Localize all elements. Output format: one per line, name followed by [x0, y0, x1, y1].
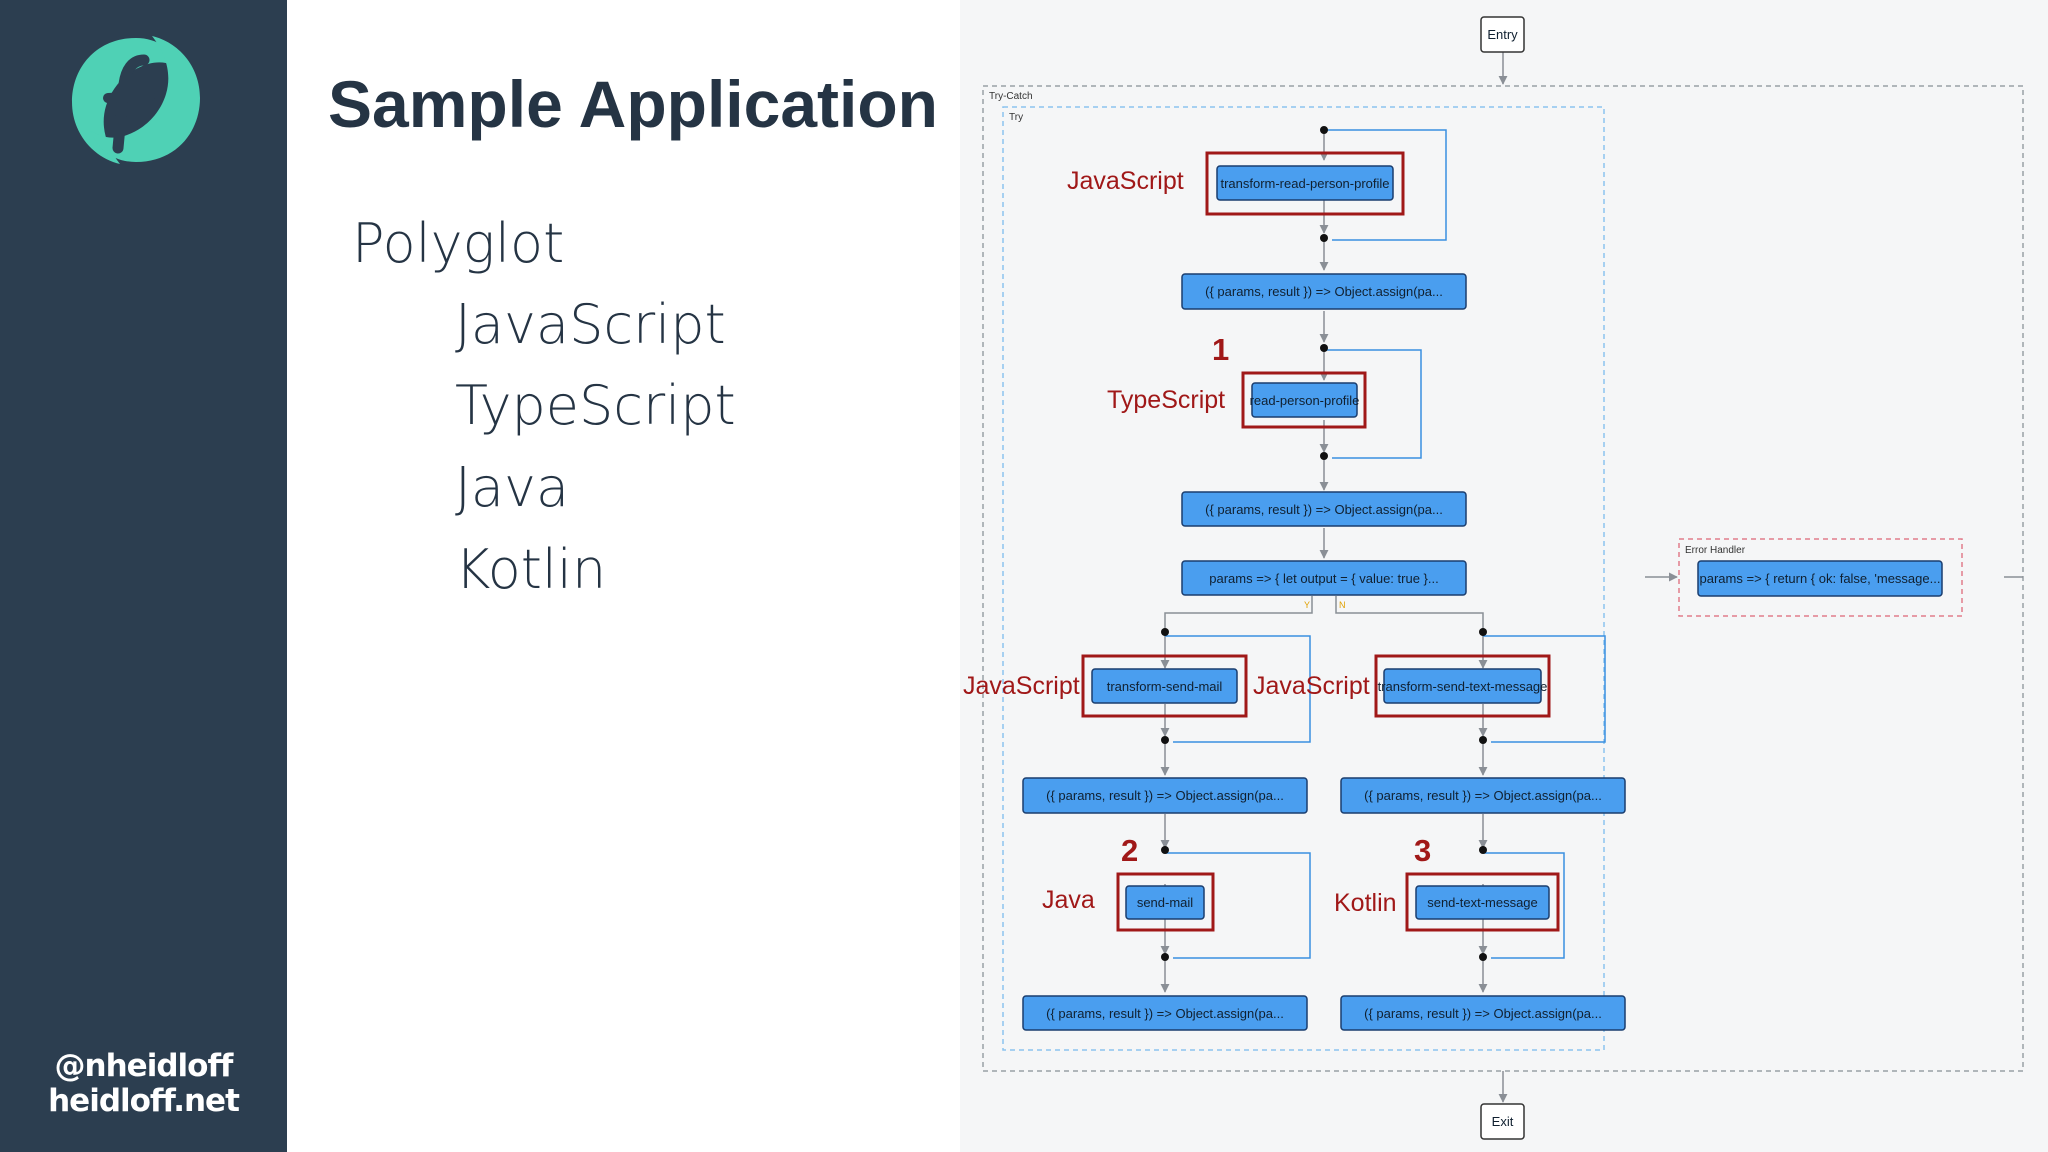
node-assign-6[interactable]: ({ params, result }) => Object.assign(pa… [1340, 995, 1626, 1031]
annotation-javascript-right: JavaScript [1253, 672, 1370, 700]
node-label: ({ params, result }) => Object.assign(pa… [1364, 1006, 1602, 1021]
node-label: send-mail [1137, 895, 1193, 910]
node-send-mail[interactable]: send-mail [1125, 885, 1205, 920]
exit-label: Exit [1492, 1114, 1514, 1129]
node-error-handler[interactable]: params => { return { ok: false, 'message… [1697, 560, 1943, 597]
openwhisk-function-logo-icon [72, 36, 200, 164]
try-catch-label: Try-Catch [989, 91, 1033, 102]
node-assign-2[interactable]: ({ params, result }) => Object.assign(pa… [1181, 491, 1467, 527]
node-condition[interactable]: params => { let output = { value: true }… [1181, 560, 1467, 596]
junction-dots [1161, 126, 1487, 961]
annotation-javascript-left: JavaScript [963, 672, 1080, 700]
node-transform-send-mail[interactable]: transform-send-mail [1091, 668, 1238, 704]
try-container [1002, 106, 1605, 1051]
twitter-handle: @nheidloff [54, 1048, 234, 1084]
try-label: Try [1009, 112, 1023, 123]
node-label: transform-read-person-profile [1220, 176, 1389, 191]
annotation-kotlin: Kotlin [1334, 889, 1397, 917]
node-label: ({ params, result }) => Object.assign(pa… [1205, 502, 1443, 517]
node-label: transform-send-text-message [1378, 679, 1548, 694]
annotation-typescript: TypeScript [1107, 386, 1225, 414]
website: heidloff.net [48, 1083, 240, 1119]
node-label: ({ params, result }) => Object.assign(pa… [1364, 788, 1602, 803]
annotation-java: Java [1042, 886, 1095, 914]
skip-edges [1165, 129, 1606, 959]
node-label: read-person-profile [1250, 393, 1360, 408]
branch-yes-label: Y [1304, 600, 1310, 610]
composition-flow-diagram: Try-Catch Try Error Handler [963, 16, 2024, 1140]
node-label: params => { return { ok: false, 'message… [1700, 571, 1941, 586]
node-label: ({ params, result }) => Object.assign(pa… [1046, 1006, 1284, 1021]
error-handler-label: Error Handler [1685, 545, 1746, 556]
node-label: send-text-message [1427, 895, 1538, 910]
branch-no-label: N [1339, 600, 1346, 610]
entry-node[interactable] [1480, 16, 1525, 53]
annotation-number-1: 1 [1212, 332, 1229, 367]
exit-node[interactable] [1480, 1103, 1525, 1140]
node-label: params => { let output = { value: true }… [1209, 571, 1438, 586]
node-assign-3[interactable]: ({ params, result }) => Object.assign(pa… [1022, 777, 1308, 814]
highlight-boxes [1081, 151, 1560, 932]
annotation-number-3: 3 [1414, 833, 1431, 868]
node-assign-4[interactable]: ({ params, result }) => Object.assign(pa… [1340, 777, 1626, 814]
node-label: transform-send-mail [1107, 679, 1223, 694]
annotation-number-2: 2 [1121, 833, 1138, 868]
node-transform-read-person-profile[interactable]: transform-read-person-profile [1216, 165, 1394, 201]
bullet-java: Java [455, 456, 570, 519]
bullet-kotlin: Kotlin [455, 538, 607, 601]
try-catch-container [982, 85, 2024, 1072]
annotation-javascript-top: JavaScript [1067, 167, 1184, 195]
node-label: ({ params, result }) => Object.assign(pa… [1205, 284, 1443, 299]
node-transform-send-text-message[interactable]: transform-send-text-message [1378, 668, 1548, 704]
node-assign-1[interactable]: ({ params, result }) => Object.assign(pa… [1181, 273, 1467, 310]
node-label: ({ params, result }) => Object.assign(pa… [1046, 788, 1284, 803]
sidebar: @nheidloff heidloff.net [0, 0, 287, 1152]
slide-title: Sample Application [328, 67, 938, 141]
bullet-typescript: TypeScript [455, 374, 736, 437]
bullet-javascript: JavaScript [455, 293, 726, 356]
node-assign-5[interactable]: ({ params, result }) => Object.assign(pa… [1022, 995, 1308, 1031]
bullet-polyglot: Polyglot [352, 212, 565, 275]
node-read-person-profile[interactable]: read-person-profile [1250, 382, 1360, 418]
entry-label: Entry [1487, 27, 1518, 42]
node-send-text-message[interactable]: send-text-message [1415, 885, 1550, 920]
